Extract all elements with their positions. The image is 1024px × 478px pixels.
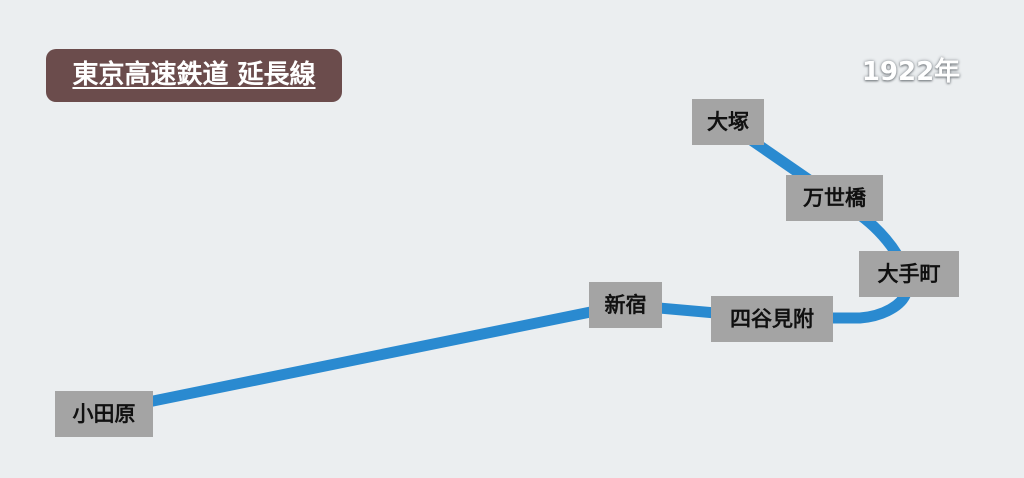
station-label-yotsuya-mitsuke: 四谷見附 [711, 296, 833, 342]
station-label-otemachi: 大手町 [859, 251, 959, 297]
station-label-otsuka: 大塚 [692, 99, 764, 145]
year-label: 1922年 [861, 57, 961, 87]
station-label-shinjuku: 新宿 [589, 282, 662, 328]
station-label-odawara: 小田原 [55, 391, 153, 437]
route-line [98, 118, 914, 417]
map-title: 東京高速鉄道 延長線 [46, 49, 342, 102]
station-label-manseibashi: 万世橋 [786, 175, 883, 221]
